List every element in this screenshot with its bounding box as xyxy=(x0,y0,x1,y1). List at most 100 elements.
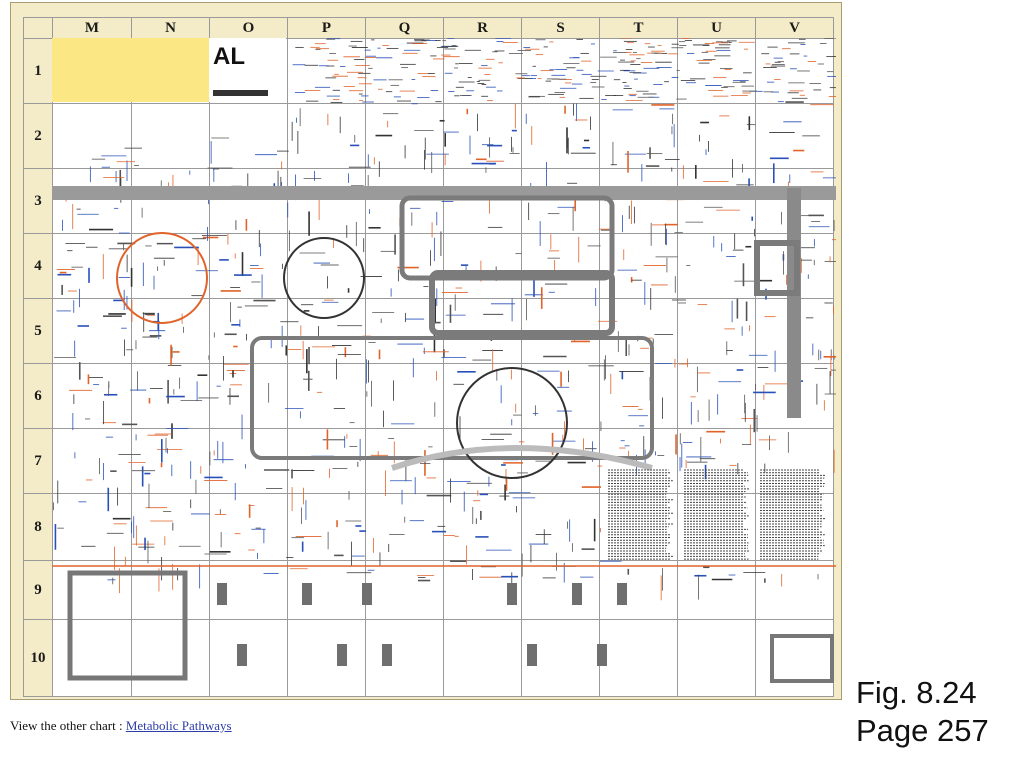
grid-cell xyxy=(131,428,210,494)
grid-cell xyxy=(287,233,366,299)
grid-cell xyxy=(521,363,600,429)
figure-reference: Fig. 8.24 Page 257 xyxy=(856,674,989,750)
column-header: V xyxy=(755,17,834,39)
row-header: 4 xyxy=(23,233,53,299)
grid-cell xyxy=(599,428,678,494)
grid-cell xyxy=(755,298,834,364)
grid-cell xyxy=(52,103,132,169)
grid-cell xyxy=(755,363,834,429)
grid-cell xyxy=(443,619,522,697)
grid-cell xyxy=(443,103,522,169)
grid-cell xyxy=(521,493,600,561)
grid-cell xyxy=(52,619,132,697)
grid-row: 6 xyxy=(23,363,834,429)
grid-cell xyxy=(209,428,288,494)
metabolic-pathways-link[interactable]: Metabolic Pathways xyxy=(125,718,232,733)
grid-row: 7 xyxy=(23,428,834,494)
row-header: 5 xyxy=(23,298,53,364)
title-rule xyxy=(213,90,268,96)
grid-cell xyxy=(443,560,522,620)
grid-cell xyxy=(52,233,132,299)
grid-cell xyxy=(521,298,600,364)
row-header: 7 xyxy=(23,428,53,494)
column-header: U xyxy=(677,17,756,39)
grid-cell xyxy=(443,363,522,429)
row-header: 2 xyxy=(23,103,53,169)
grid-cell xyxy=(677,560,756,620)
grid-cell xyxy=(365,298,444,364)
grid-cell xyxy=(521,233,600,299)
grid-cell xyxy=(677,363,756,429)
grid-cell xyxy=(52,560,132,620)
grid-cell xyxy=(599,38,678,104)
grid-cell xyxy=(287,363,366,429)
column-header-row: M N O P Q R S T U V xyxy=(23,17,834,39)
grid-cell xyxy=(755,560,834,620)
grid-cell xyxy=(365,168,444,234)
grid-cell xyxy=(677,103,756,169)
grid-cell xyxy=(52,428,132,494)
grid-cell xyxy=(209,363,288,429)
grid-cell xyxy=(131,363,210,429)
grid-cell xyxy=(365,38,444,104)
grid-row: 9 xyxy=(23,560,834,620)
grid-cell xyxy=(599,168,678,234)
map-title-fragment: AL xyxy=(213,43,245,70)
grid-cell xyxy=(521,619,600,697)
grid-cell xyxy=(52,298,132,364)
grid-cell xyxy=(677,38,756,104)
grid-cell xyxy=(599,103,678,169)
grid-cell xyxy=(131,493,210,561)
grid-cell xyxy=(443,233,522,299)
figure-label: Fig. 8.24 xyxy=(856,675,977,710)
grid-cell xyxy=(443,168,522,234)
grid-cell xyxy=(209,560,288,620)
column-header: P xyxy=(287,17,366,39)
caption: View the other chart : Metabolic Pathway… xyxy=(10,718,232,734)
grid-cell xyxy=(521,103,600,169)
grid-cell xyxy=(287,493,366,561)
grid-cell xyxy=(131,298,210,364)
grid-cell xyxy=(209,168,288,234)
grid-cell xyxy=(521,168,600,234)
grid-cell xyxy=(365,363,444,429)
map-title-fragment-panel: AL xyxy=(209,38,286,102)
grid-cell xyxy=(677,428,756,494)
grid-cell xyxy=(755,38,834,104)
grid-cell xyxy=(365,619,444,697)
grid-cell xyxy=(755,233,834,299)
grid-cell xyxy=(365,233,444,299)
grid-cell xyxy=(677,298,756,364)
grid-cell xyxy=(599,493,678,561)
grid-cell xyxy=(677,168,756,234)
grid-cell xyxy=(209,298,288,364)
grid-cell xyxy=(287,38,366,104)
grid-cell xyxy=(131,233,210,299)
grid-cell xyxy=(521,38,600,104)
grid-row: 2 xyxy=(23,103,834,169)
grid-cell xyxy=(521,428,600,494)
grid-cell xyxy=(365,560,444,620)
column-header: N xyxy=(131,17,210,39)
grid-cell xyxy=(443,38,522,104)
grid-cell xyxy=(443,428,522,494)
grid-cell xyxy=(599,233,678,299)
grid-row: 10 xyxy=(23,619,834,697)
grid-cell xyxy=(287,168,366,234)
grid-cell xyxy=(599,363,678,429)
column-header: Q xyxy=(365,17,444,39)
column-header: M xyxy=(52,17,132,39)
grid-cell xyxy=(365,103,444,169)
grid-cell xyxy=(677,619,756,697)
grid-cell xyxy=(52,493,132,561)
grid-cell xyxy=(287,103,366,169)
grid-cell xyxy=(365,428,444,494)
grid-cell xyxy=(677,493,756,561)
grid-cell xyxy=(443,493,522,561)
grid-cell xyxy=(755,493,834,561)
column-header: T xyxy=(599,17,678,39)
grid-cell xyxy=(52,363,132,429)
grid-cell xyxy=(677,233,756,299)
